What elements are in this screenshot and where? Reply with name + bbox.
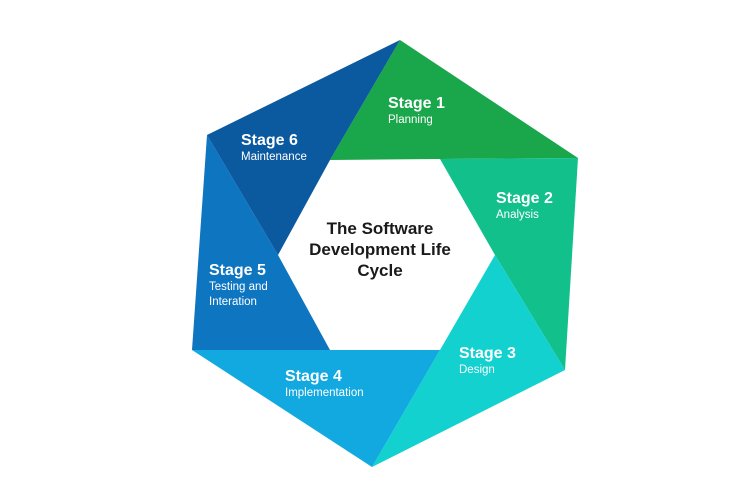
stage-6-title: Stage 6 bbox=[241, 132, 298, 149]
stage-4-subtitle: Implementation bbox=[285, 387, 364, 399]
stage-5-segment bbox=[192, 135, 330, 350]
stage-1-segment bbox=[330, 40, 578, 160]
stage-2-title: Stage 2 bbox=[496, 190, 553, 207]
stage-5-label: Stage 5 Testing and Interation bbox=[209, 262, 291, 310]
stage-4-label: Stage 4 Implementation bbox=[285, 368, 364, 400]
stage-1-label: Stage 1 Planning bbox=[388, 95, 445, 127]
stage-3-segment bbox=[372, 255, 565, 467]
stage-2-segment bbox=[440, 158, 578, 370]
diagram-title: The Software Development Life Cycle bbox=[309, 219, 451, 280]
stage-5-subtitle: Testing and Interation bbox=[209, 281, 268, 308]
stage-4-segment bbox=[192, 350, 440, 467]
stage-3-label: Stage 3 Design bbox=[459, 345, 516, 377]
stage-2-label: Stage 2 Analysis bbox=[496, 190, 553, 222]
stage-5-title: Stage 5 bbox=[209, 262, 266, 279]
stage-1-subtitle: Planning bbox=[388, 114, 433, 126]
stage-6-label: Stage 6 Maintenance bbox=[241, 132, 307, 164]
stage-6-segment bbox=[207, 40, 400, 255]
stage-4-title: Stage 4 bbox=[285, 368, 342, 385]
stage-3-title: Stage 3 bbox=[459, 345, 516, 362]
stage-1-title: Stage 1 bbox=[388, 95, 445, 112]
stage-3-subtitle: Design bbox=[459, 364, 495, 376]
stage-2-subtitle: Analysis bbox=[496, 209, 539, 221]
stage-6-subtitle: Maintenance bbox=[241, 151, 307, 163]
